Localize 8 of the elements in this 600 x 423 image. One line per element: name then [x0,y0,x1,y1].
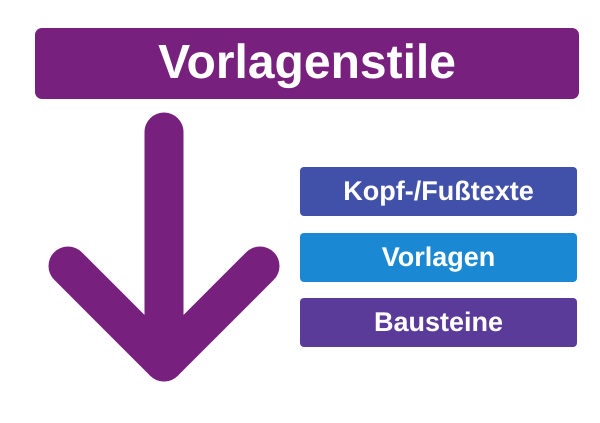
box-label: Bausteine [374,308,504,338]
category-box [300,233,577,282]
title-bar [35,28,579,99]
box-label: Vorlagen [382,242,496,272]
category-box [300,167,577,216]
category-box [300,298,577,347]
box-label: Kopf-/Fußtexte [343,176,534,206]
title-text: Vorlagenstile [158,37,456,90]
